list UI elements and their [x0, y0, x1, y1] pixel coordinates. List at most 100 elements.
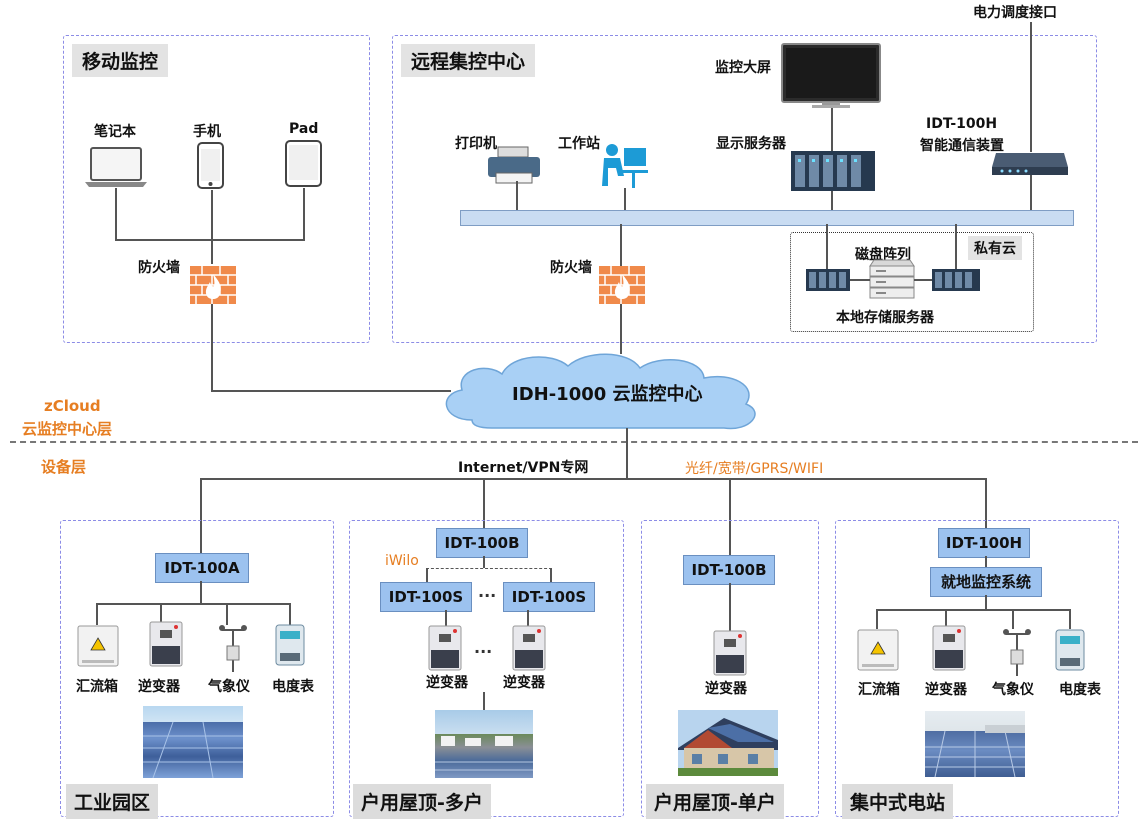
storage-link-right — [914, 279, 932, 281]
storage-server-left-icon — [806, 269, 850, 291]
industrial-solar-photo — [143, 706, 243, 778]
multi-drop-right — [550, 568, 552, 582]
cloud-label: IDH-1000 云监控中心 — [512, 384, 703, 405]
central-drop-a — [876, 609, 878, 629]
industrial-item-2: 逆变器 — [138, 679, 180, 695]
idt100s-device-2: IDT-100S — [503, 582, 595, 612]
iwilo-label: iWilo — [385, 553, 419, 569]
central-drop-1 — [985, 556, 987, 568]
central-item-1: 汇流箱 — [858, 682, 900, 698]
workstation-label: 工作站 — [558, 136, 600, 152]
idt100b-multi-device: IDT-100B — [436, 528, 528, 558]
zcloud-sub-label: 云监控中心层 — [22, 420, 113, 438]
center-firewall-line-bottom — [620, 304, 622, 354]
cloud-down-line — [626, 428, 628, 480]
single-inverter-label: 逆变器 — [705, 681, 747, 697]
rooftop-multi-photo — [435, 710, 533, 778]
weather-station-icon — [1003, 629, 1031, 676]
multi-photo-line — [483, 692, 485, 710]
central-solar-photo — [925, 711, 1025, 777]
mobile-line-to-cloud-h — [211, 390, 451, 392]
iwilo-link — [426, 568, 552, 569]
rooftop-single-title: 户用屋顶-单户 — [646, 784, 784, 819]
center-firewall-line-top — [620, 224, 622, 266]
disk-array-icon — [869, 259, 915, 299]
industrial-item-1: 汇流箱 — [76, 679, 118, 695]
storage-line-left — [826, 224, 828, 270]
workstation-icon — [602, 144, 648, 188]
sub2-drop — [527, 610, 529, 626]
pad-icon — [285, 140, 322, 187]
idt100a-device: IDT-100A — [155, 553, 249, 583]
dispatch-interface-label: 电力调度接口 — [973, 5, 1057, 21]
private-cloud-panel — [790, 232, 1034, 332]
storage-server-right-icon — [932, 269, 980, 291]
firewall-icon — [190, 266, 236, 304]
combiner-box-icon — [77, 625, 119, 667]
drop-rooftop-multi — [483, 478, 485, 528]
idt100h-center-label-1: IDT-100H — [926, 116, 998, 132]
idt100h-site-device: IDT-100H — [938, 528, 1030, 558]
mobile-line-to-cloud-v — [211, 304, 213, 391]
zcloud-label: zCloud — [44, 397, 101, 415]
big-screen-label: 监控大屏 — [715, 60, 771, 76]
idt100s-device-1: IDT-100S — [380, 582, 472, 612]
layer-divider — [10, 441, 1138, 443]
inverter-icon — [932, 625, 966, 671]
communication-device-icon — [992, 153, 1068, 175]
drop-industrial — [200, 478, 202, 553]
central-item-2: 逆变器 — [925, 682, 967, 698]
dispatch-line — [1030, 22, 1032, 152]
industrial-panel — [60, 520, 334, 817]
media-label: 光纤/宽带/GPRS/WIFI — [685, 461, 824, 477]
internet-label: Internet/VPN专网 — [458, 460, 589, 476]
drop-central — [985, 478, 987, 528]
mobile-monitor-title: 移动监控 — [72, 44, 169, 77]
mobile-line-pad — [303, 188, 305, 240]
multi-drop — [483, 556, 485, 568]
sub1-drop — [445, 610, 447, 626]
industrial-drop — [200, 581, 202, 603]
mobile-monitor-panel — [63, 35, 370, 343]
remote-center-panel — [392, 35, 1097, 343]
single-drop — [729, 583, 731, 631]
central-item-4: 电度表 — [1059, 682, 1101, 698]
private-cloud-label: 私有云 — [968, 236, 1022, 260]
workstation-line — [624, 188, 626, 211]
cloud-icon — [445, 353, 756, 430]
local-monitor-system: 就地监控系统 — [930, 567, 1042, 597]
printer-icon — [488, 146, 540, 184]
storage-link-left — [850, 279, 870, 281]
multi-drop-left — [426, 568, 428, 582]
monitor-screen-icon — [781, 43, 881, 108]
lan-bus — [460, 210, 1074, 226]
local-storage-label: 本地存储服务器 — [836, 310, 934, 326]
idt100b-single-device: IDT-100B — [683, 555, 775, 585]
rooftop-single-photo — [678, 710, 778, 776]
industrial-item-3: 气象仪 — [208, 679, 250, 695]
mobile-line-phone — [211, 190, 213, 240]
industrial-drop-4 — [289, 603, 291, 625]
pad-label: Pad — [289, 121, 319, 137]
central-panel — [835, 520, 1119, 817]
multi-dots-upper: ··· — [478, 586, 497, 605]
industrial-drop-1 — [96, 603, 98, 625]
inverter-icon — [713, 630, 747, 676]
disk-array-label: 磁盘阵列 — [855, 247, 911, 263]
display-server-label: 显示服务器 — [716, 136, 786, 152]
industrial-bus — [96, 603, 290, 605]
industrial-title: 工业园区 — [66, 784, 159, 819]
printer-line — [516, 181, 518, 211]
central-drop-2 — [985, 595, 987, 609]
central-drop-c — [1012, 609, 1014, 629]
central-item-3: 气象仪 — [992, 682, 1034, 698]
industrial-item-4: 电度表 — [272, 679, 314, 695]
comm-device-line — [1030, 175, 1032, 211]
device-layer-label: 设备层 — [41, 458, 87, 476]
central-drop-b — [945, 609, 947, 629]
mobile-line-laptop — [115, 188, 117, 240]
storage-line-right — [955, 224, 957, 270]
network-bus — [200, 478, 986, 480]
center-firewall-label: 防火墙 — [550, 260, 592, 276]
electricity-meter-icon — [1055, 629, 1085, 671]
